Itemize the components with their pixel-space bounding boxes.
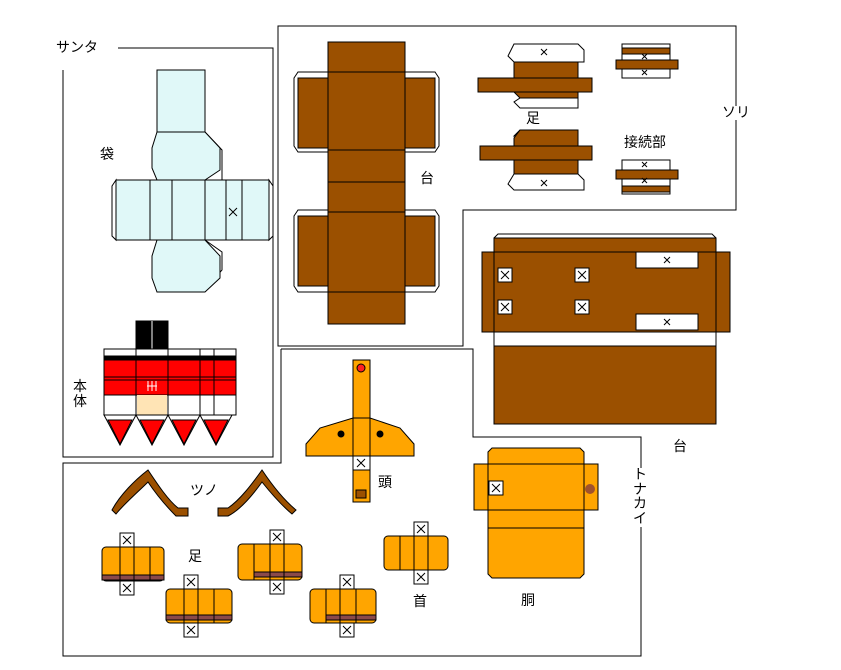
sack-glue-mark [228,207,238,217]
sack-label: 袋 [100,147,114,163]
sack-net [111,69,274,293]
reindeer-torso-label: 胴 [521,593,535,609]
sleigh-leg-upper [477,43,593,109]
reindeer-title: トナカイ [632,467,648,528]
reindeer-leg-2 [165,574,233,638]
santa-title: サンタ [56,40,98,56]
sleigh-title: ソリ [722,105,750,121]
joint-upper [615,43,679,79]
eye-left [337,430,345,438]
reindeer-legs-label: 足 [188,549,202,565]
sleigh-leg-lower [479,129,593,191]
sleigh-legs [477,43,593,191]
antlers-label: ツノ [190,483,218,499]
sleigh-base-net [293,41,440,325]
reindeer-head-net [305,359,415,503]
joint-lower [615,159,679,195]
sleigh-joint-label: 接続部 [624,135,666,151]
santa-body-net [103,320,237,447]
sleigh-base-label: 台 [420,171,434,187]
reindeer-leg-3 [237,529,303,595]
tail-mark [585,484,595,494]
sleigh-joints [615,43,679,195]
reindeer-legs [101,529,377,638]
eye-right [376,430,384,438]
antlers [111,469,297,517]
reindeer-base-label: 台 [673,439,687,455]
red-nose [356,363,366,373]
reindeer-head-label: 頭 [378,475,392,491]
sleigh-legs-label: 足 [526,111,540,127]
reindeer-leg-4 [309,574,377,638]
sleigh-region-border [277,25,737,347]
reindeer-neck-label: 首 [413,594,427,610]
santa-region-border [62,47,274,458]
santa-body-label: 本体 [72,379,88,410]
region-borders [62,25,737,657]
reindeer-neck-net [383,521,449,585]
reindeer-base-net [481,233,731,425]
reindeer-leg-1 [101,532,165,596]
reindeer-region-border [62,348,642,657]
reindeer-torso-net [473,447,599,579]
